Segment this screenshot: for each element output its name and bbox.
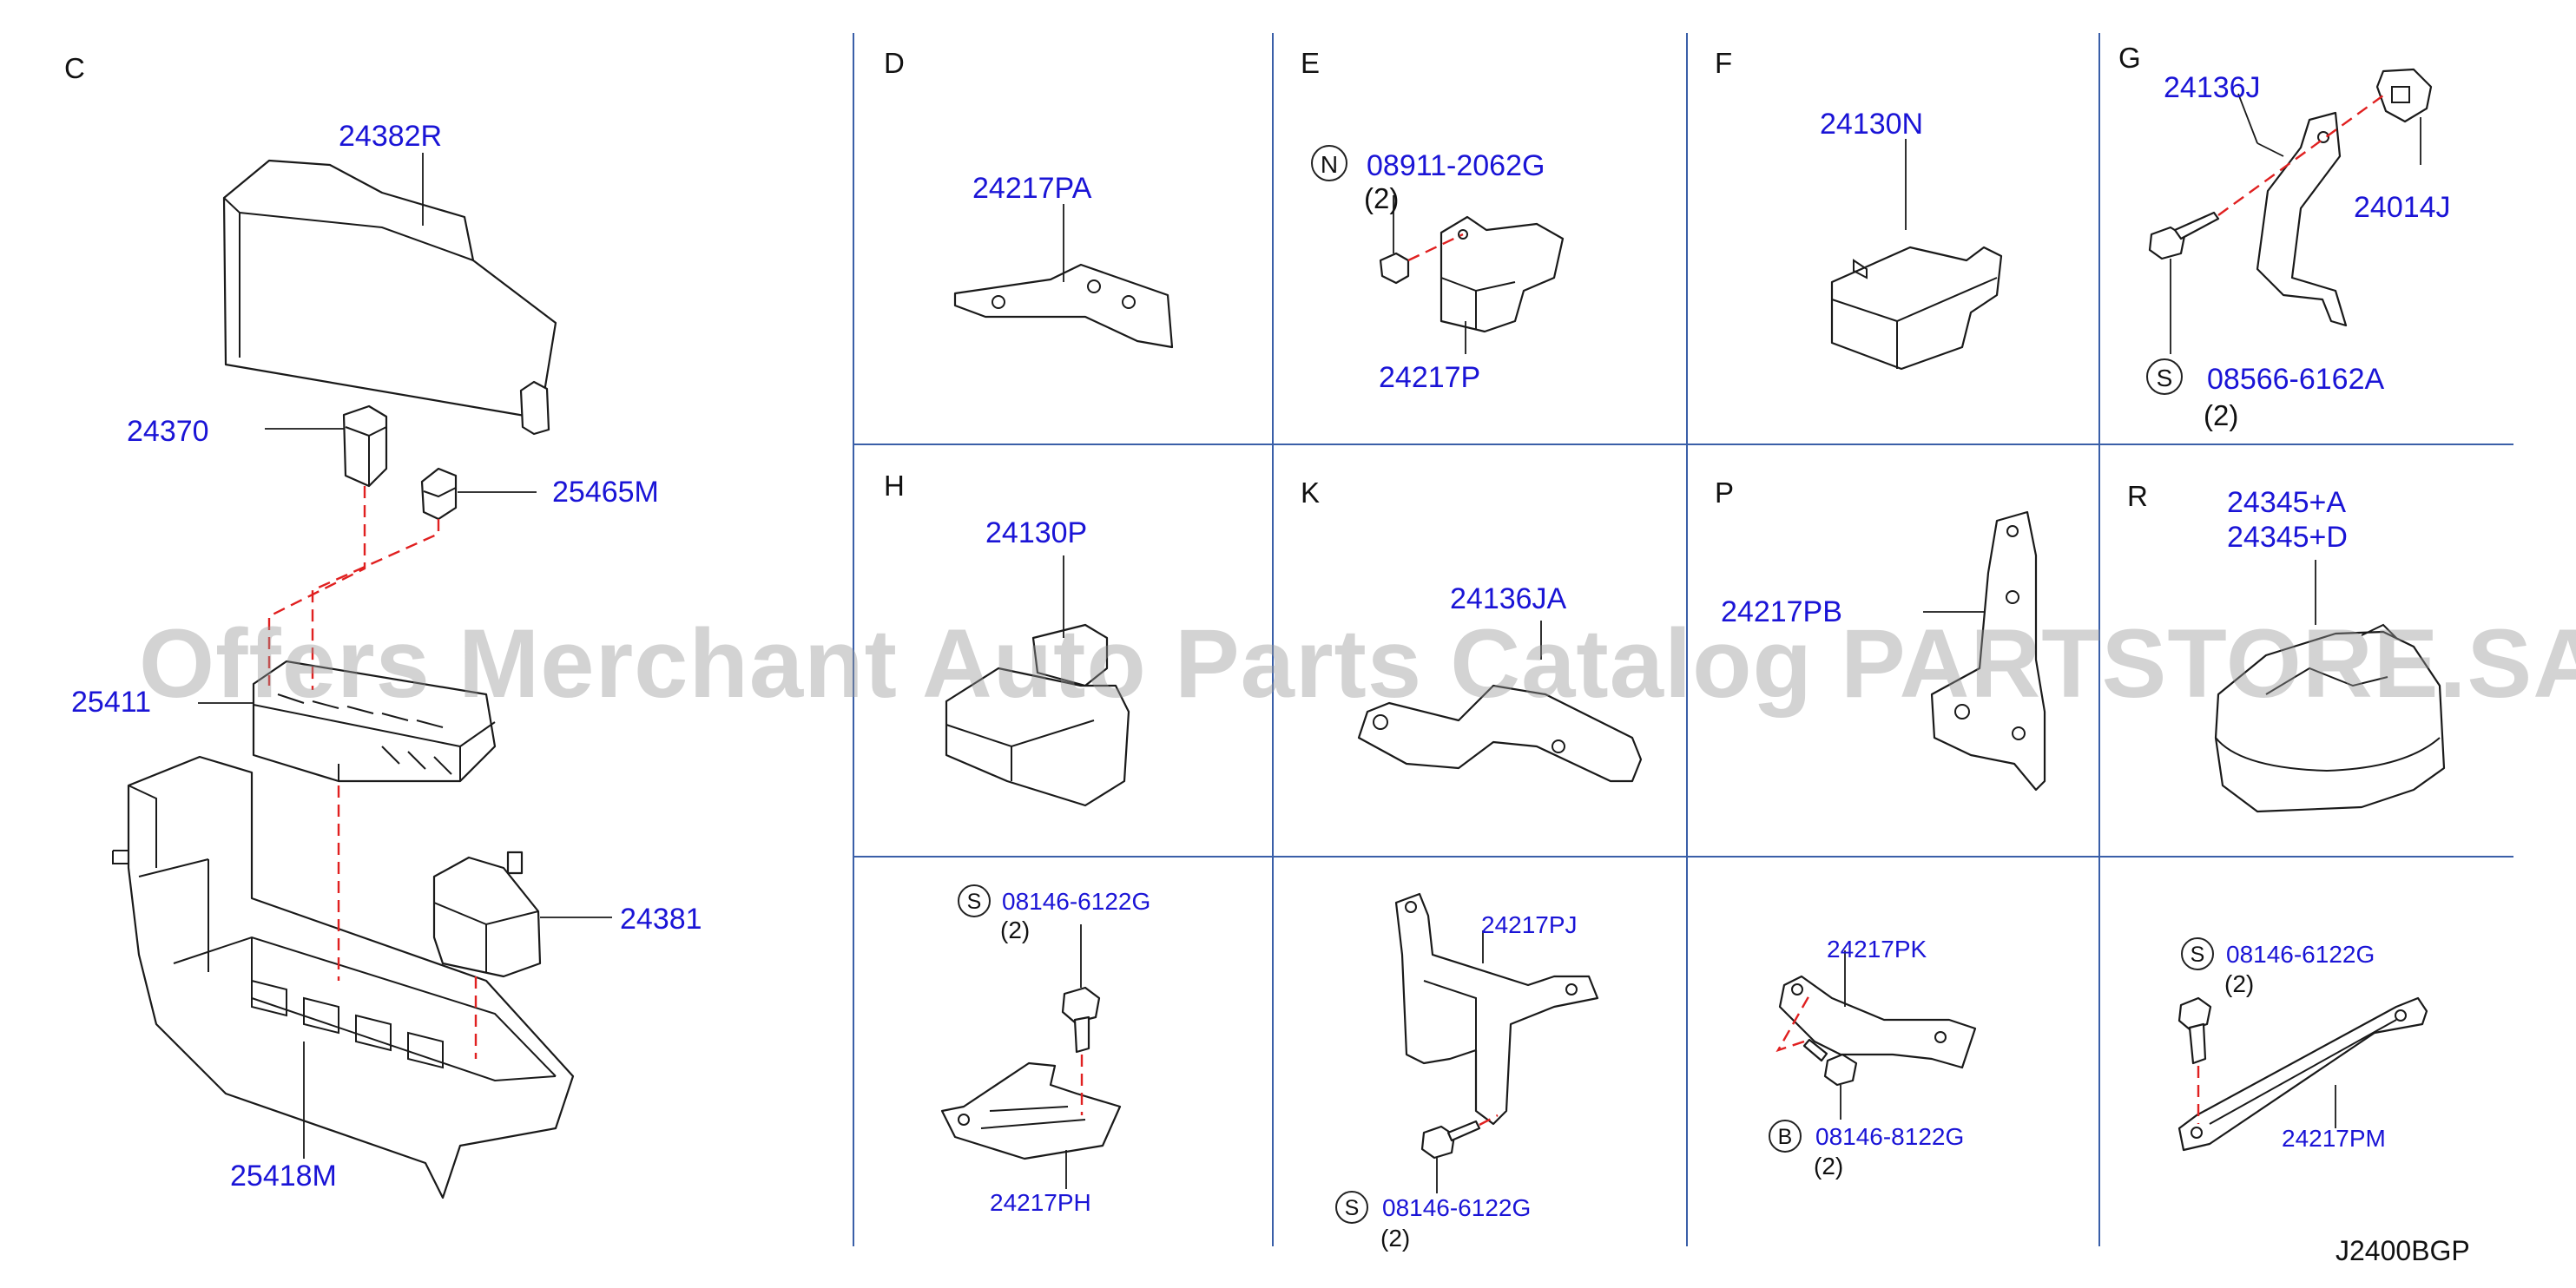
- part-label-25418M[interactable]: 25418M: [230, 1160, 337, 1193]
- fuse-25465M: [420, 467, 458, 521]
- part-label-24217PA[interactable]: 24217PA: [972, 172, 1092, 205]
- part-label-08146-6122G-a[interactable]: 08146-6122G: [1002, 888, 1151, 915]
- part-label-24345-d[interactable]: 24345+D: [2227, 521, 2348, 554]
- section-label-k: K: [1301, 476, 1321, 509]
- part-label-24014J[interactable]: 24014J: [2354, 191, 2451, 224]
- fuse-block-25411: [252, 660, 497, 783]
- bracket-24217PM: [2177, 996, 2428, 1152]
- part-label-24381[interactable]: 24381: [620, 903, 702, 936]
- part-label-24217PK[interactable]: 24217PK: [1827, 936, 1927, 963]
- bolt-08566-6162A: [2148, 93, 2384, 354]
- section-label-p: P: [1715, 476, 1735, 509]
- part-label-08911-2062G[interactable]: 08911-2062G: [1367, 149, 1545, 182]
- part-label-24136JA[interactable]: 24136JA: [1450, 582, 1567, 615]
- relay-24370: [342, 404, 388, 488]
- marker-s-a: S: [958, 884, 991, 917]
- relay-24130P: [945, 555, 1130, 807]
- part-label-08146-6122G-c[interactable]: 08146-6122G: [2226, 941, 2375, 968]
- qty-g: (2): [2204, 399, 2239, 431]
- connector-24381: [432, 851, 542, 978]
- bracket-24217PK: [1776, 950, 1977, 1120]
- part-label-24345-a[interactable]: 24345+A: [2227, 486, 2347, 519]
- part-label-24217PB[interactable]: 24217PB: [1721, 595, 1842, 628]
- part-label-25465M[interactable]: 25465M: [552, 476, 659, 509]
- part-label-24217PH[interactable]: 24217PH: [990, 1189, 1091, 1216]
- strap-24136J: [2256, 111, 2348, 327]
- part-label-08566-6162A[interactable]: 08566-6162A: [2207, 363, 2385, 396]
- part-label-08146-6122G-b[interactable]: 08146-6122G: [1382, 1194, 1532, 1221]
- bracket-24217P: [1379, 195, 1565, 354]
- horn-24345: [2214, 560, 2446, 813]
- part-label-24217PM[interactable]: 24217PM: [2282, 1125, 2386, 1152]
- qty-row3a: (2): [1000, 917, 1031, 943]
- bracket-24217PB: [1923, 510, 2046, 792]
- watermark: Offers Merchant Auto Parts Catalog PARTS…: [139, 609, 2576, 718]
- section-c-leaders: [198, 153, 612, 1159]
- part-label-24217P[interactable]: 24217P: [1379, 361, 1481, 394]
- part-label-24382R[interactable]: 24382R: [339, 120, 443, 153]
- qty-row3d: (2): [2224, 970, 2255, 997]
- section-label-r: R: [2127, 480, 2148, 512]
- diagram-code: J2400BGP: [2336, 1235, 2470, 1266]
- bracket-24217PA: [953, 204, 1174, 349]
- bracket-24217PH: [940, 924, 1122, 1189]
- part-label-25411[interactable]: 25411: [71, 686, 152, 719]
- fuse-box-cover-24382R: [222, 159, 557, 436]
- marker-s-b: S: [1335, 1191, 1368, 1224]
- section-label-f: F: [1715, 47, 1733, 79]
- clip-24014J: [2375, 68, 2433, 165]
- part-label-24130P[interactable]: 24130P: [985, 516, 1088, 549]
- section-label-e: E: [1301, 47, 1321, 79]
- fuse-box-body-25418M: [112, 755, 575, 1199]
- relay-24130N: [1830, 139, 2003, 371]
- marker-s-d: S: [2181, 937, 2214, 970]
- section-label-d: D: [884, 47, 905, 79]
- part-label-24136J[interactable]: 24136J: [2164, 71, 2261, 104]
- qty-e: (2): [1364, 182, 1400, 214]
- part-label-24217PJ[interactable]: 24217PJ: [1481, 911, 1578, 938]
- section-label-c: C: [64, 52, 85, 84]
- qty-row3c: (2): [1814, 1153, 1844, 1180]
- part-label-24130N[interactable]: 24130N: [1820, 108, 1924, 141]
- qty-row3b: (2): [1380, 1225, 1411, 1252]
- panel-grid: [853, 33, 2513, 1246]
- section-label-g: G: [2118, 42, 2141, 74]
- part-label-24370[interactable]: 24370: [127, 415, 209, 448]
- bracket-24217PJ: [1394, 892, 1599, 1193]
- bracket-24136JA: [1357, 621, 1643, 783]
- marker-b-c: B: [1769, 1120, 1802, 1153]
- section-label-h: H: [884, 470, 905, 502]
- marker-n: N: [1311, 145, 1347, 181]
- part-label-08146-8122G[interactable]: 08146-8122G: [1815, 1123, 1965, 1150]
- marker-s-g: S: [2146, 358, 2183, 395]
